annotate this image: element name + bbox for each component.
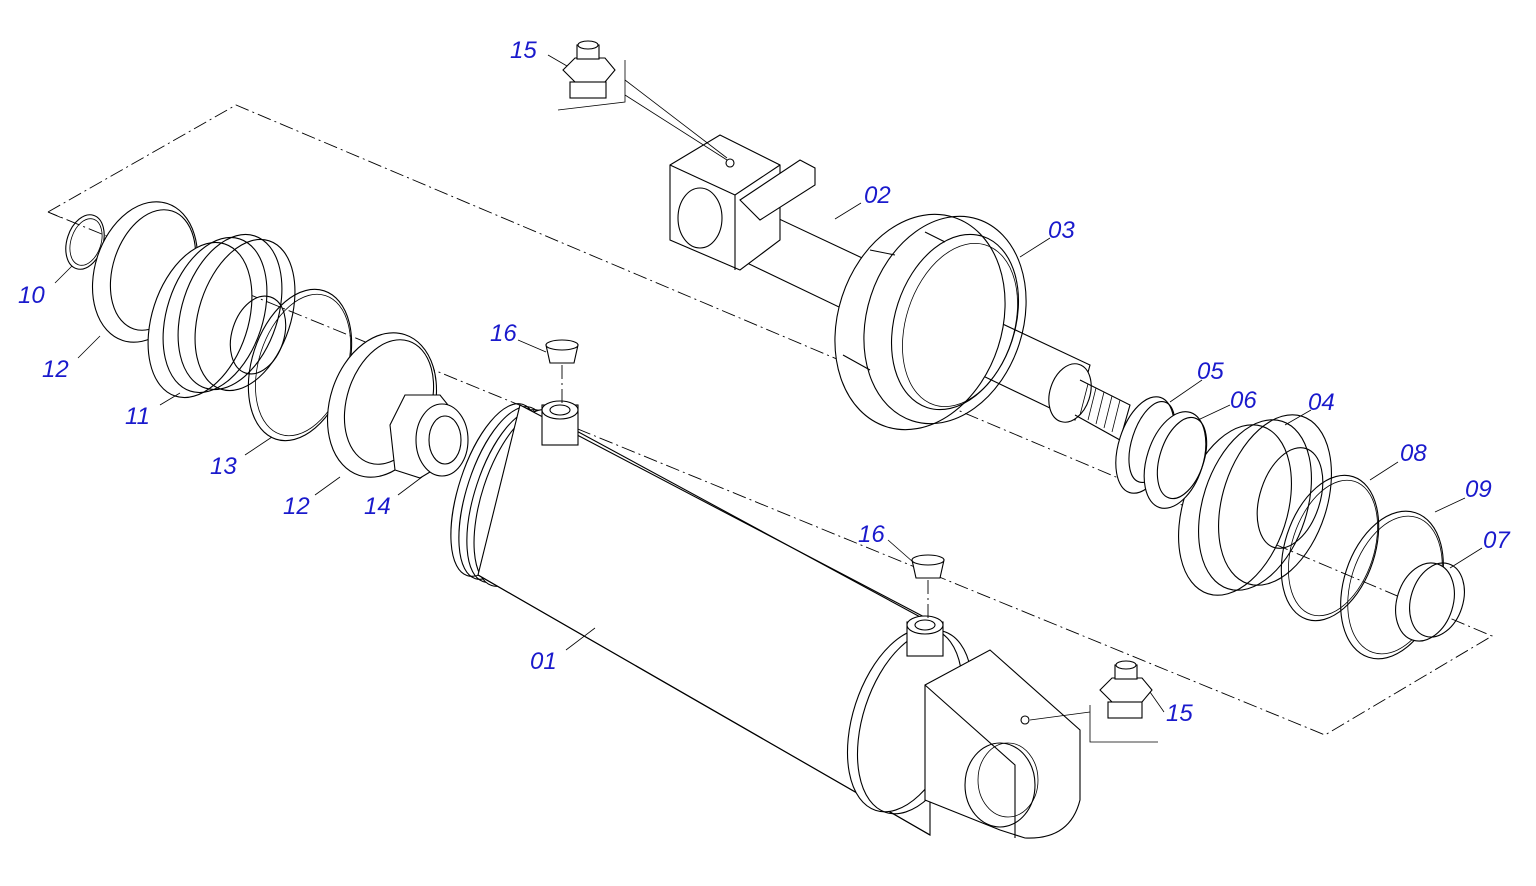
cylinder-barrel xyxy=(450,400,1081,839)
part-label-04: 04 xyxy=(1308,389,1335,416)
grease-fitting-15a xyxy=(557,40,728,161)
grease-fitting-15b xyxy=(1029,660,1158,743)
part-label-12-upper: 12 xyxy=(42,356,69,383)
part-label-10: 10 xyxy=(18,282,45,309)
part-label-15-bottom: 15 xyxy=(1166,700,1193,727)
part-label-16-right: 16 xyxy=(858,521,885,548)
part-label-05: 05 xyxy=(1197,358,1224,385)
ring-07 xyxy=(1395,562,1455,642)
part-label-13: 13 xyxy=(210,453,237,480)
assembly-outline xyxy=(47,104,1493,736)
part-label-01: 01 xyxy=(530,648,557,675)
part-label-09: 09 xyxy=(1465,476,1492,503)
seal-08 xyxy=(1280,474,1380,622)
part-label-03: 03 xyxy=(1048,217,1075,244)
cap-16a xyxy=(545,339,579,403)
part-label-08: 08 xyxy=(1400,440,1427,467)
part-label-15-top: 15 xyxy=(510,37,537,64)
part-label-02: 02 xyxy=(864,182,891,209)
cap-16b xyxy=(911,554,945,620)
part-label-11: 11 xyxy=(125,403,150,430)
nut-14 xyxy=(389,394,469,479)
part-label-16-left: 16 xyxy=(490,320,517,347)
part-label-06: 06 xyxy=(1230,387,1257,414)
part-label-12-lower: 12 xyxy=(283,493,310,520)
gland-nut xyxy=(834,213,1027,431)
part-label-07: 07 xyxy=(1483,527,1510,554)
part-label-14: 14 xyxy=(364,493,391,520)
gland-11 xyxy=(147,233,296,399)
